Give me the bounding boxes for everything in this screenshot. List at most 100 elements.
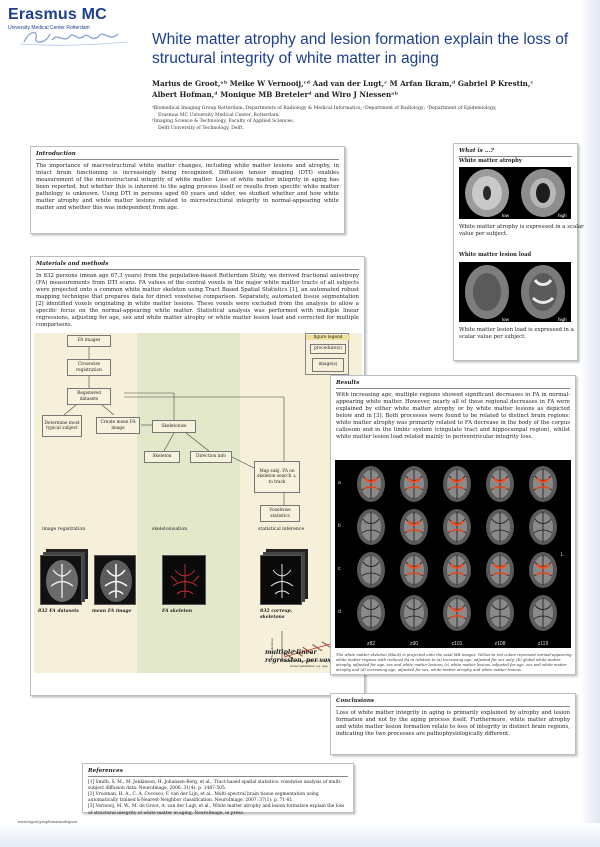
erasmus-script-logo-icon: [20, 31, 129, 46]
brain-slice: [525, 550, 561, 590]
page-edge-bottom: [0, 823, 600, 847]
poster-title: White matter atrophy and lesion formatio…: [152, 31, 569, 67]
brain-slice: [396, 593, 432, 633]
atrophy-description: White matter atrophy is expressed in a s…: [459, 224, 584, 238]
brain-slice: [525, 507, 561, 547]
brain-slice: [439, 550, 475, 590]
author-list: Marius de Groot,ᵃᵇ Meike W Vernooij,ᶜᵈ A…: [152, 79, 534, 99]
section-heading: Conclusions: [336, 698, 375, 704]
image-caption: FA skeleton: [162, 609, 193, 614]
scatter-point: [296, 651, 298, 654]
brain-slice: [482, 550, 518, 590]
z-label: z119: [537, 641, 549, 647]
logo-subtitle: University Medical Center Rotterdam: [8, 25, 90, 31]
image-caption: 832 corresp. skeletons: [260, 609, 293, 620]
scatter-point: [313, 644, 315, 647]
scatter-point: [283, 652, 285, 654]
z-label: z82: [366, 641, 376, 647]
legend-procedure: procedure(s): [310, 344, 346, 354]
stage-label: statistical inference: [258, 527, 305, 532]
scatter-point: [289, 656, 292, 658]
low-tag: low: [502, 317, 509, 322]
z-label: z101: [451, 641, 463, 647]
results-box: Results With increasing age, multiple re…: [330, 375, 576, 675]
footer-url: www.bigr.nl/people/mariusdegroot: [18, 820, 78, 824]
conclusions-box: Conclusions Loss of white matter integri…: [330, 693, 576, 755]
section-heading: Introduction: [36, 151, 76, 157]
results-brain-grid: a b c d L z82 z90 z101 z108 z119: [335, 460, 571, 648]
lesion-description: White matter lesion load is expressed in…: [459, 327, 574, 341]
scatter-point: [301, 655, 303, 657]
references-box: References [1] Smith, S. M., M. Jenkinso…: [82, 763, 354, 816]
brain-slice: [396, 550, 432, 590]
scatter-point: [322, 642, 325, 644]
scatter-point: [328, 645, 330, 648]
conclusions-text: Loss of white matter integrity in aging …: [336, 709, 570, 737]
atrophy-images: [459, 167, 571, 219]
results-text: With increasing age, multiple regions sh…: [336, 391, 570, 441]
lesion-images: [459, 262, 571, 322]
registered-datasets-node: Registered datasets: [67, 388, 111, 405]
affiliation-line: Delft University of Technology, Delft.: [158, 125, 244, 131]
reference-item: [3] Vernooij, M. W., M. de Groot, A. van…: [88, 804, 345, 816]
scatter-point: [288, 655, 291, 658]
plot-x-label: model parameter, e.g. Age: [290, 664, 328, 668]
brain-slice: [396, 464, 432, 504]
scatter-point: [299, 653, 301, 656]
brain-slice: [525, 593, 561, 633]
scatter-point: [309, 651, 311, 653]
scatter-point: [324, 642, 326, 645]
z-label: z108: [494, 641, 506, 647]
section-heading: Results: [336, 380, 360, 386]
image-caption: mean FA image: [92, 609, 132, 614]
fa-images-node: FA images: [67, 335, 111, 347]
brain-slice: [353, 550, 389, 590]
legend-image: image(s): [312, 358, 344, 372]
scatter-point: [300, 654, 302, 656]
mean-fa-image: [94, 555, 136, 605]
brain-slice: [353, 464, 389, 504]
brain-slice: [353, 507, 389, 547]
divider: [336, 388, 570, 389]
scatter-point: [290, 657, 293, 659]
scatter-point: [312, 644, 314, 646]
typical-subject-node: Determine most typical subject: [42, 415, 82, 437]
scatter-point: [311, 652, 313, 654]
brain-slice: [482, 593, 518, 633]
scatter-point: [292, 649, 295, 651]
mean-fa-node: Create mean FA image: [96, 417, 140, 434]
scatter-point: [303, 647, 305, 649]
scatter-point: [291, 657, 294, 660]
reference-item: [1] Smith, S. M., M. Jenkinson, H. Johan…: [88, 779, 342, 791]
skeletonise-node: Skeletonise: [152, 420, 196, 433]
z-label: z90: [409, 641, 419, 647]
high-tag: high: [558, 213, 567, 218]
map-subject-fa-node: Map subj. FA on skeleton search ⊥ to tra…: [254, 461, 300, 493]
row-label: d: [338, 609, 341, 615]
low-tag: low: [502, 213, 509, 218]
stage-label: image registration: [42, 527, 86, 532]
scatter-point: [307, 650, 310, 652]
scatter-point: [317, 647, 319, 650]
scatter-point: [302, 646, 304, 649]
affiliation-line: ᵃBiomedical Imaging Group Rotterdam, Dep…: [152, 106, 497, 111]
brain-slice: [396, 507, 432, 547]
divider: [88, 776, 348, 777]
brain-slice: [439, 464, 475, 504]
scatter-point: [321, 641, 324, 643]
divider: [36, 269, 359, 270]
scatter-point: [294, 650, 296, 652]
scatter-point: [284, 653, 286, 655]
skeletonisation-band: [137, 333, 240, 673]
legend-title: figure legend: [306, 335, 350, 340]
methods-box: Materials and methods In 832 persons (me…: [30, 256, 365, 696]
high-tag: high: [558, 317, 567, 322]
scatter-point: [285, 653, 287, 656]
skeleton-node: Skeleton: [144, 451, 180, 463]
atrophy-label: White matter atrophy: [459, 158, 522, 164]
brain-slice: [482, 507, 518, 547]
divider: [336, 706, 570, 707]
scatter-point: [310, 651, 312, 654]
brain-slice: [482, 464, 518, 504]
